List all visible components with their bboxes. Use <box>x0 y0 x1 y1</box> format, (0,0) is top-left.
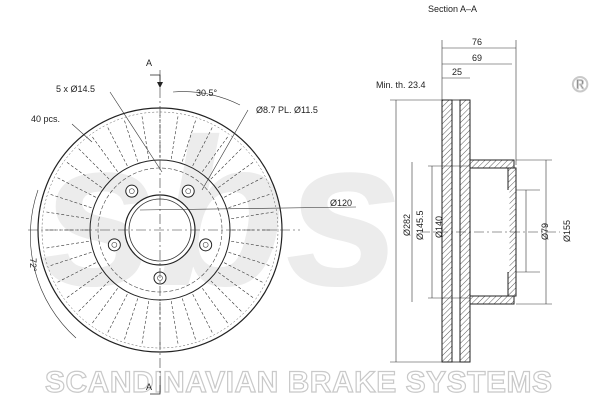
disc-section <box>441 99 517 363</box>
vanes-leader <box>71 123 93 143</box>
angle-72-arc <box>30 189 77 339</box>
hat-top <box>469 159 515 169</box>
vane-line <box>228 251 271 267</box>
angle-arc <box>172 91 241 106</box>
vane-line <box>77 280 110 313</box>
hat-bottom <box>469 295 515 305</box>
vane-line <box>231 211 275 220</box>
watermark: sbs ® SCANDINAVIAN BRAKE SYSTEMS <box>40 72 589 400</box>
bolt-hole-leader <box>109 91 163 173</box>
bolt-hole <box>181 184 195 198</box>
vane-line <box>181 298 197 341</box>
dim-282: Ø282 <box>402 214 412 236</box>
dim-145: Ø145.5 <box>415 210 425 240</box>
bolt-holes-label: 5 x Ø14.5 <box>56 84 95 94</box>
angle-label: 30.5° <box>196 88 218 98</box>
vane-line <box>91 135 118 172</box>
section-marker-top: A <box>146 58 152 68</box>
vane-line <box>49 193 92 209</box>
watermark-company: SCANDINAVIAN BRAKE SYSTEMS <box>45 366 553 399</box>
section-arrow-top <box>150 74 161 82</box>
vane-line <box>218 161 255 188</box>
section-arrowhead-top <box>157 82 163 88</box>
vane-line <box>192 294 213 334</box>
registered-mark: ® <box>572 72 588 97</box>
section-arrow-bottom <box>150 385 161 395</box>
bolt-hole <box>125 184 139 198</box>
vane-line <box>77 147 110 180</box>
vanes-label: 40 pcs. <box>31 114 60 124</box>
bolt-hole <box>199 238 213 252</box>
section-title: Section A–A <box>428 4 477 14</box>
holes-leader <box>201 109 249 191</box>
vane-line <box>224 262 264 283</box>
vane-line <box>231 240 275 249</box>
bolt-hole-center <box>202 242 209 248</box>
vane-line <box>228 193 271 209</box>
dim-140: Ø140 <box>434 216 444 238</box>
vane-gap <box>451 99 461 363</box>
dim-76: 76 <box>472 37 482 47</box>
holes-label: Ø8.7 PL. Ø11.5 <box>256 105 318 115</box>
vane-line <box>202 135 229 172</box>
dim-155: Ø155 <box>562 220 572 242</box>
dim-79: Ø79 <box>540 223 550 240</box>
vane-line <box>170 115 179 159</box>
vane-line <box>224 177 264 198</box>
bolt-hole-center <box>185 188 192 194</box>
center-bore-label: Ø120 <box>330 198 352 208</box>
vane-line <box>56 177 96 198</box>
vane-line <box>218 272 255 299</box>
vane-line <box>45 211 89 220</box>
vane-line <box>192 126 213 166</box>
bolt-hole-center <box>111 242 118 248</box>
vane-line <box>123 298 139 341</box>
section-view: Section A–A Min. th. 23.4 76 69 25 Ø282 … <box>376 4 572 363</box>
dim-25: 25 <box>452 67 462 77</box>
vane-line <box>107 126 128 166</box>
bolt-hole-center <box>128 188 135 194</box>
vane-line <box>91 288 118 325</box>
vane-line <box>210 280 243 313</box>
vane-line <box>56 262 96 283</box>
vane-line <box>49 251 92 267</box>
vane-line <box>141 301 150 345</box>
vane-line <box>202 288 229 325</box>
min-thickness-label: Min. th. 23.4 <box>376 80 426 90</box>
angle-72-label: 72° <box>28 258 38 272</box>
bore-leader <box>139 206 357 211</box>
vane-line <box>170 301 179 345</box>
dim-69: 69 <box>472 53 482 63</box>
vane-line <box>45 240 89 249</box>
watermark-logo: sbs <box>40 95 402 330</box>
bolt-hole <box>107 238 121 252</box>
inner-plate <box>459 99 471 363</box>
section-marker-bottom: A <box>146 382 152 392</box>
vane-line <box>65 272 102 299</box>
vane-line <box>141 115 150 159</box>
front-view: A A 5 x Ø14.5 40 pcs. 30.5° Ø8.7 PL. Ø11… <box>28 58 357 395</box>
vane-line <box>107 294 128 334</box>
vane-line <box>181 119 197 162</box>
vane-line <box>210 147 243 180</box>
vane-line <box>123 119 139 162</box>
vane-line <box>65 161 102 188</box>
